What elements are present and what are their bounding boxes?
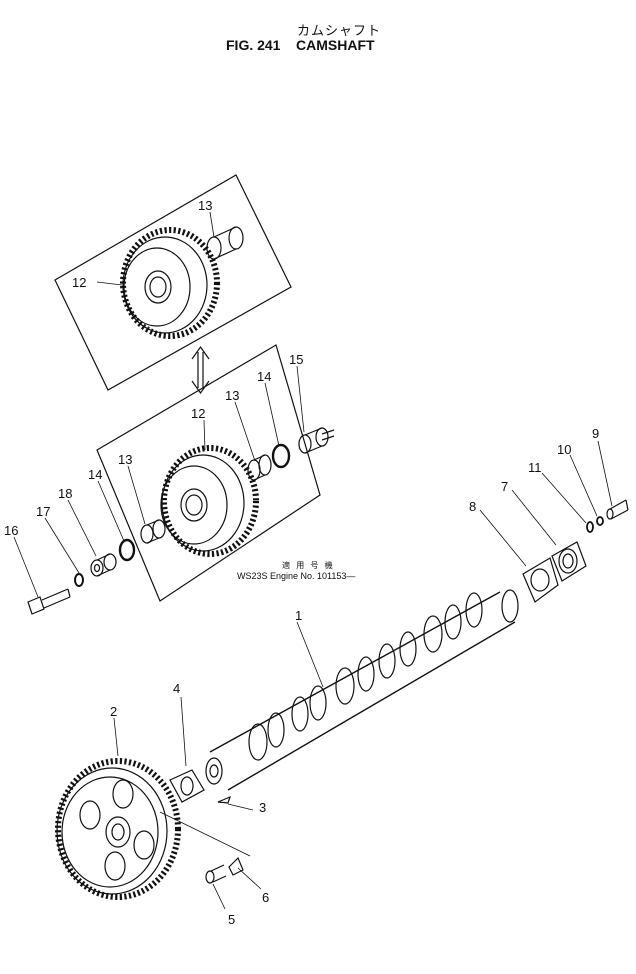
- upper-inset-panel: [54, 174, 292, 391]
- upper-idler-gear: [120, 227, 220, 339]
- callout-14-right: 14: [257, 369, 271, 384]
- washer-6: [228, 856, 244, 876]
- cover-7: [551, 541, 587, 582]
- callout-14-left: 14: [88, 467, 102, 482]
- figure-number: FIG. 241: [226, 37, 281, 53]
- bolt-5: [205, 864, 227, 884]
- callout-7: 7: [501, 479, 508, 494]
- applicability-label: 適 用 号 機: [282, 561, 335, 570]
- callout-13-left: 13: [118, 452, 132, 467]
- callout-6: 6: [262, 890, 269, 905]
- washer-11: [586, 521, 594, 533]
- leader-lines: [13, 211, 613, 910]
- spacer-18: [90, 553, 117, 577]
- callout-9: 9: [592, 426, 599, 441]
- callout-13-right: 13: [225, 388, 239, 403]
- callout-8: 8: [469, 499, 476, 514]
- shaft-15: [298, 427, 335, 454]
- washer-14-right: [271, 443, 291, 469]
- callout-17: 17: [36, 504, 50, 519]
- gear-bolt-guide: [159, 811, 251, 857]
- callout-2: 2: [110, 704, 117, 719]
- key-3: [217, 795, 231, 804]
- bush-13-right: [247, 454, 272, 481]
- bolt-9: [606, 499, 629, 520]
- camshaft: [205, 589, 519, 791]
- callout-5: 5: [228, 912, 235, 927]
- callout-15: 15: [289, 352, 303, 367]
- title-japanese: カムシャフト: [297, 23, 382, 38]
- callout-4: 4: [173, 681, 180, 696]
- callout-13-upper: 13: [198, 198, 212, 213]
- lower-idler-gear: [160, 445, 259, 557]
- figure-title: CAMSHAFT: [296, 37, 375, 53]
- washer-14-left: [118, 538, 136, 562]
- callout-12-lower: 12: [191, 406, 205, 421]
- callout-10: 10: [557, 442, 571, 457]
- lower-inset-panel: [96, 344, 321, 602]
- washer-10: [596, 516, 604, 526]
- callout-3: 3: [259, 800, 266, 815]
- callout-16: 16: [4, 523, 18, 538]
- callout-1: 1: [295, 608, 302, 623]
- bolt-16: [27, 588, 71, 615]
- callout-12-upper: 12: [72, 275, 86, 290]
- exchange-arrow-icon: [191, 345, 210, 395]
- callout-11: 11: [528, 460, 542, 475]
- washer-17: [74, 573, 84, 587]
- thrust-plate-4: [169, 769, 205, 803]
- cam-gear: [55, 758, 181, 900]
- gasket-8: [522, 557, 559, 603]
- engine-number-note: WS23S Engine No. 101153—: [237, 571, 356, 581]
- bush-13-left: [140, 519, 166, 544]
- callout-18: 18: [58, 486, 72, 501]
